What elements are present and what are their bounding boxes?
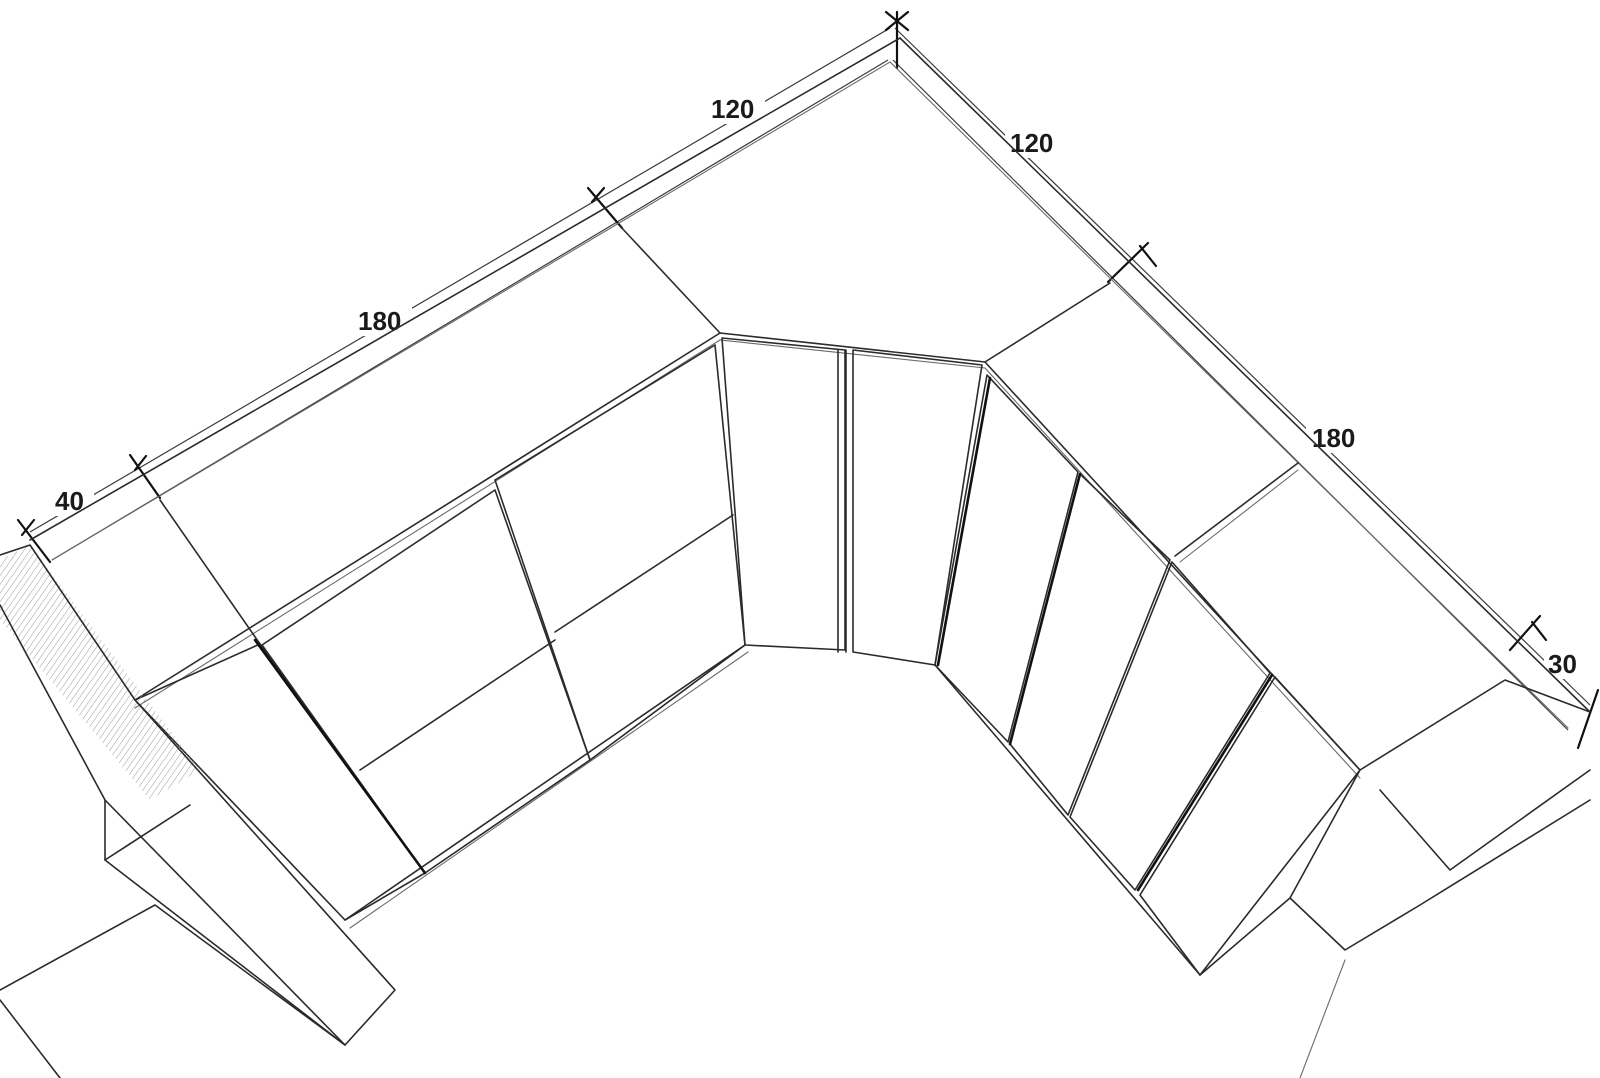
left-base-cabinets [134, 344, 749, 929]
label-right-end-depth: 30 [1548, 649, 1577, 679]
corner-door-left[interactable] [721, 337, 846, 651]
label-left-run: 180 [358, 306, 401, 336]
label-right-run: 180 [1312, 423, 1355, 453]
label-top-left-corner: 120 [711, 94, 754, 124]
left-drawer-bank[interactable] [261, 344, 746, 874]
drawer-divider [554, 514, 734, 633]
right-door-4[interactable] [1139, 676, 1361, 976]
right-door-3[interactable] [1069, 561, 1271, 891]
countertop-outline [29, 37, 1591, 779]
right-end-unit [1199, 679, 1591, 1078]
label-top-right-corner: 120 [1010, 128, 1053, 158]
drawer-front[interactable] [494, 344, 746, 761]
drawer-divider [359, 639, 556, 771]
drawer-front[interactable] [261, 489, 591, 874]
right-door-1[interactable] [934, 374, 1079, 743]
dimension-labels: 40 180 120 120 180 30 [52, 92, 1594, 679]
left-end-tall-unit [0, 544, 396, 1078]
dim-line-right-run [894, 27, 1591, 706]
dim-line-right-run-inner [892, 59, 1569, 731]
dimension-ticks [16, 10, 1600, 750]
